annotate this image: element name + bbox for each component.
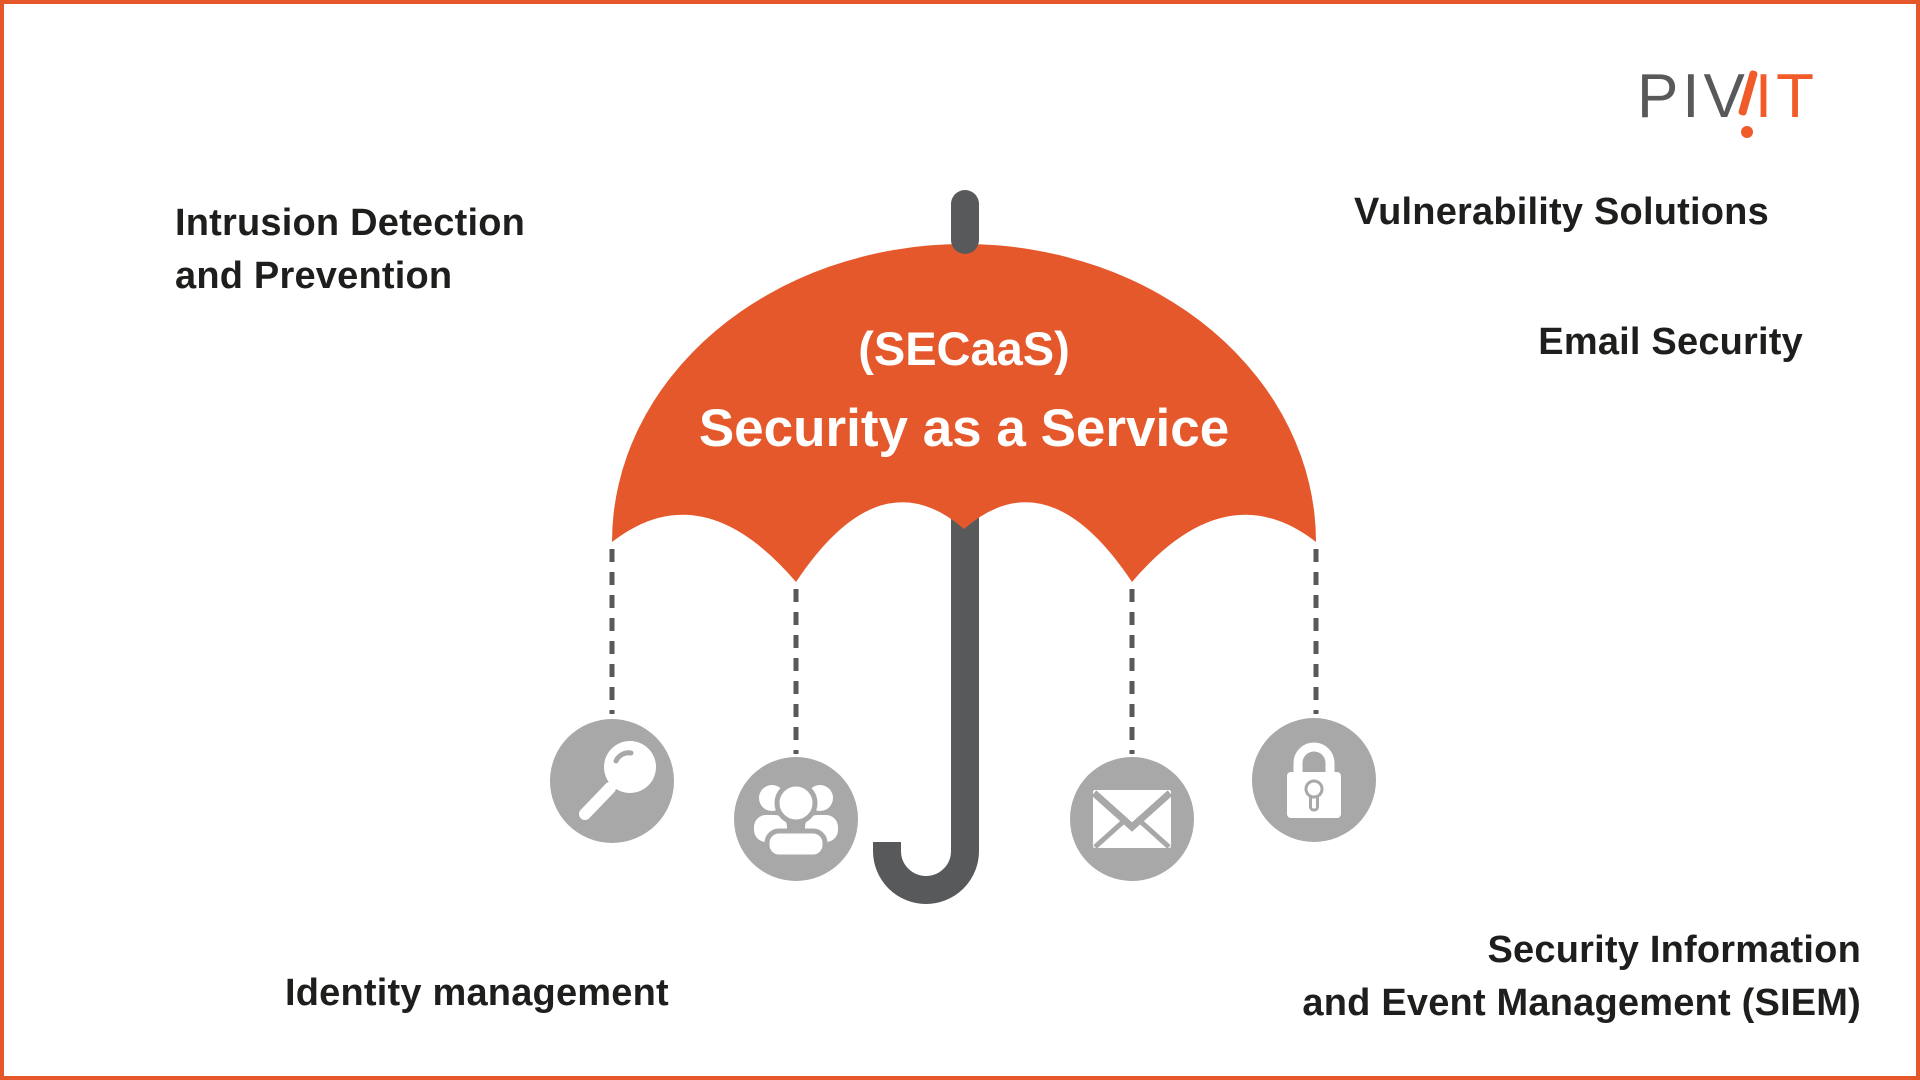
logo-exclamation-icon [1737, 66, 1759, 144]
pivit-logo: PIV IT [1637, 66, 1818, 144]
label-siem: Security Information and Event Managemen… [1302, 929, 1861, 1024]
logo-text-gray: PIV [1636, 62, 1749, 131]
umbrella-pole-tip [951, 190, 979, 254]
people-icon [734, 757, 858, 881]
label-identity-management: Identity management [285, 972, 669, 1014]
umbrella-pole [873, 250, 979, 904]
lock-icon [1252, 718, 1376, 842]
umbrella-diagram [550, 190, 1376, 904]
label-email-security: Email Security [1538, 321, 1803, 363]
umbrella-subtitle: (SECaaS) [858, 322, 1070, 375]
umbrella-title: Security as a Service [698, 399, 1230, 458]
label-vulnerability-solutions: Vulnerability Solutions [1354, 191, 1769, 233]
umbrella-canopy [612, 244, 1316, 582]
umbrella-caption: (SECaaS) Security as a Service [614, 320, 1314, 460]
envelope-icon [1070, 757, 1194, 881]
label-intrusion-detection: Intrusion Detection and Prevention [175, 202, 526, 297]
logo-text-orange: IT [1754, 62, 1818, 131]
search-icon [550, 719, 674, 843]
